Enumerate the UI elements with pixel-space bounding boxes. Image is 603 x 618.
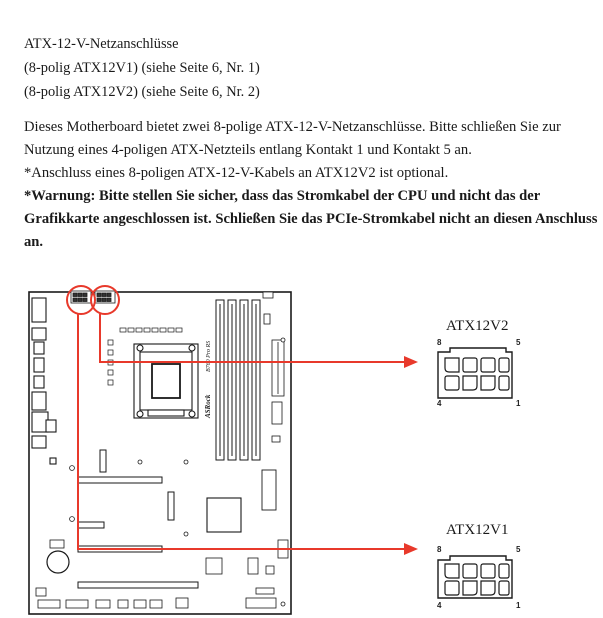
pin-label-5: 5 xyxy=(516,545,521,554)
connector-atx12v2-label: ATX12V2 xyxy=(446,318,509,334)
connector-atx12v2: ATX12V2 8 5 4 1 xyxy=(437,318,521,408)
pin-label-4: 4 xyxy=(437,399,442,408)
highlight-atx12v1 xyxy=(66,285,96,315)
io-ports xyxy=(31,297,57,465)
highlight-atx12v2 xyxy=(90,285,120,315)
body-paragraph-1: Dieses Motherboard bietet zwei 8-polige … xyxy=(24,119,561,158)
pin-label-1: 1 xyxy=(516,601,521,610)
pin-label-1: 1 xyxy=(516,399,521,408)
pin-label-8: 8 xyxy=(437,545,442,554)
section-connector-v1-ref: (8-polig ATX12V1) (siehe Seite 6, Nr. 1) xyxy=(24,60,260,76)
atx12v1-header xyxy=(70,290,92,304)
body-text: Dieses Motherboard bietet zwei 8-polige … xyxy=(24,116,603,254)
pin-label-4: 4 xyxy=(437,601,442,610)
pin-label-8: 8 xyxy=(437,338,442,347)
warning-paragraph: *Warnung: Bitte stellen Sie sicher, dass… xyxy=(24,188,598,250)
cmos-battery xyxy=(46,550,70,574)
highlight-annotations xyxy=(66,285,404,550)
section-connector-v2-ref: (8-polig ATX12V2) (siehe Seite 6, Nr. 2) xyxy=(24,84,260,100)
atx-24pin-connector xyxy=(263,313,285,443)
atx12v2-header xyxy=(94,290,116,304)
body-paragraph-2: *Anschluss eines 8-poligen ATX-12-V-Kabe… xyxy=(24,165,449,181)
bottom-headers xyxy=(37,587,277,609)
sata-ports xyxy=(261,469,277,511)
arrow-atx12v1 xyxy=(404,543,418,555)
pin-label-5: 5 xyxy=(516,338,521,347)
connector-atx12v1-label: ATX12V1 xyxy=(446,522,509,538)
section-title: ATX-12-V-Netzanschlüsse xyxy=(24,36,179,52)
chipset xyxy=(206,497,242,533)
fan-header-top xyxy=(262,291,274,299)
board-logo: ASRock xyxy=(204,394,212,419)
cpu-socket xyxy=(133,343,199,419)
dimm-slots xyxy=(215,299,261,461)
connector-atx12v1: ATX12V1 8 5 4 1 xyxy=(437,522,521,610)
board-model: B760 Pro RS xyxy=(206,341,212,372)
standoff-holes xyxy=(69,337,286,607)
arrow-atx12v2 xyxy=(404,356,418,368)
